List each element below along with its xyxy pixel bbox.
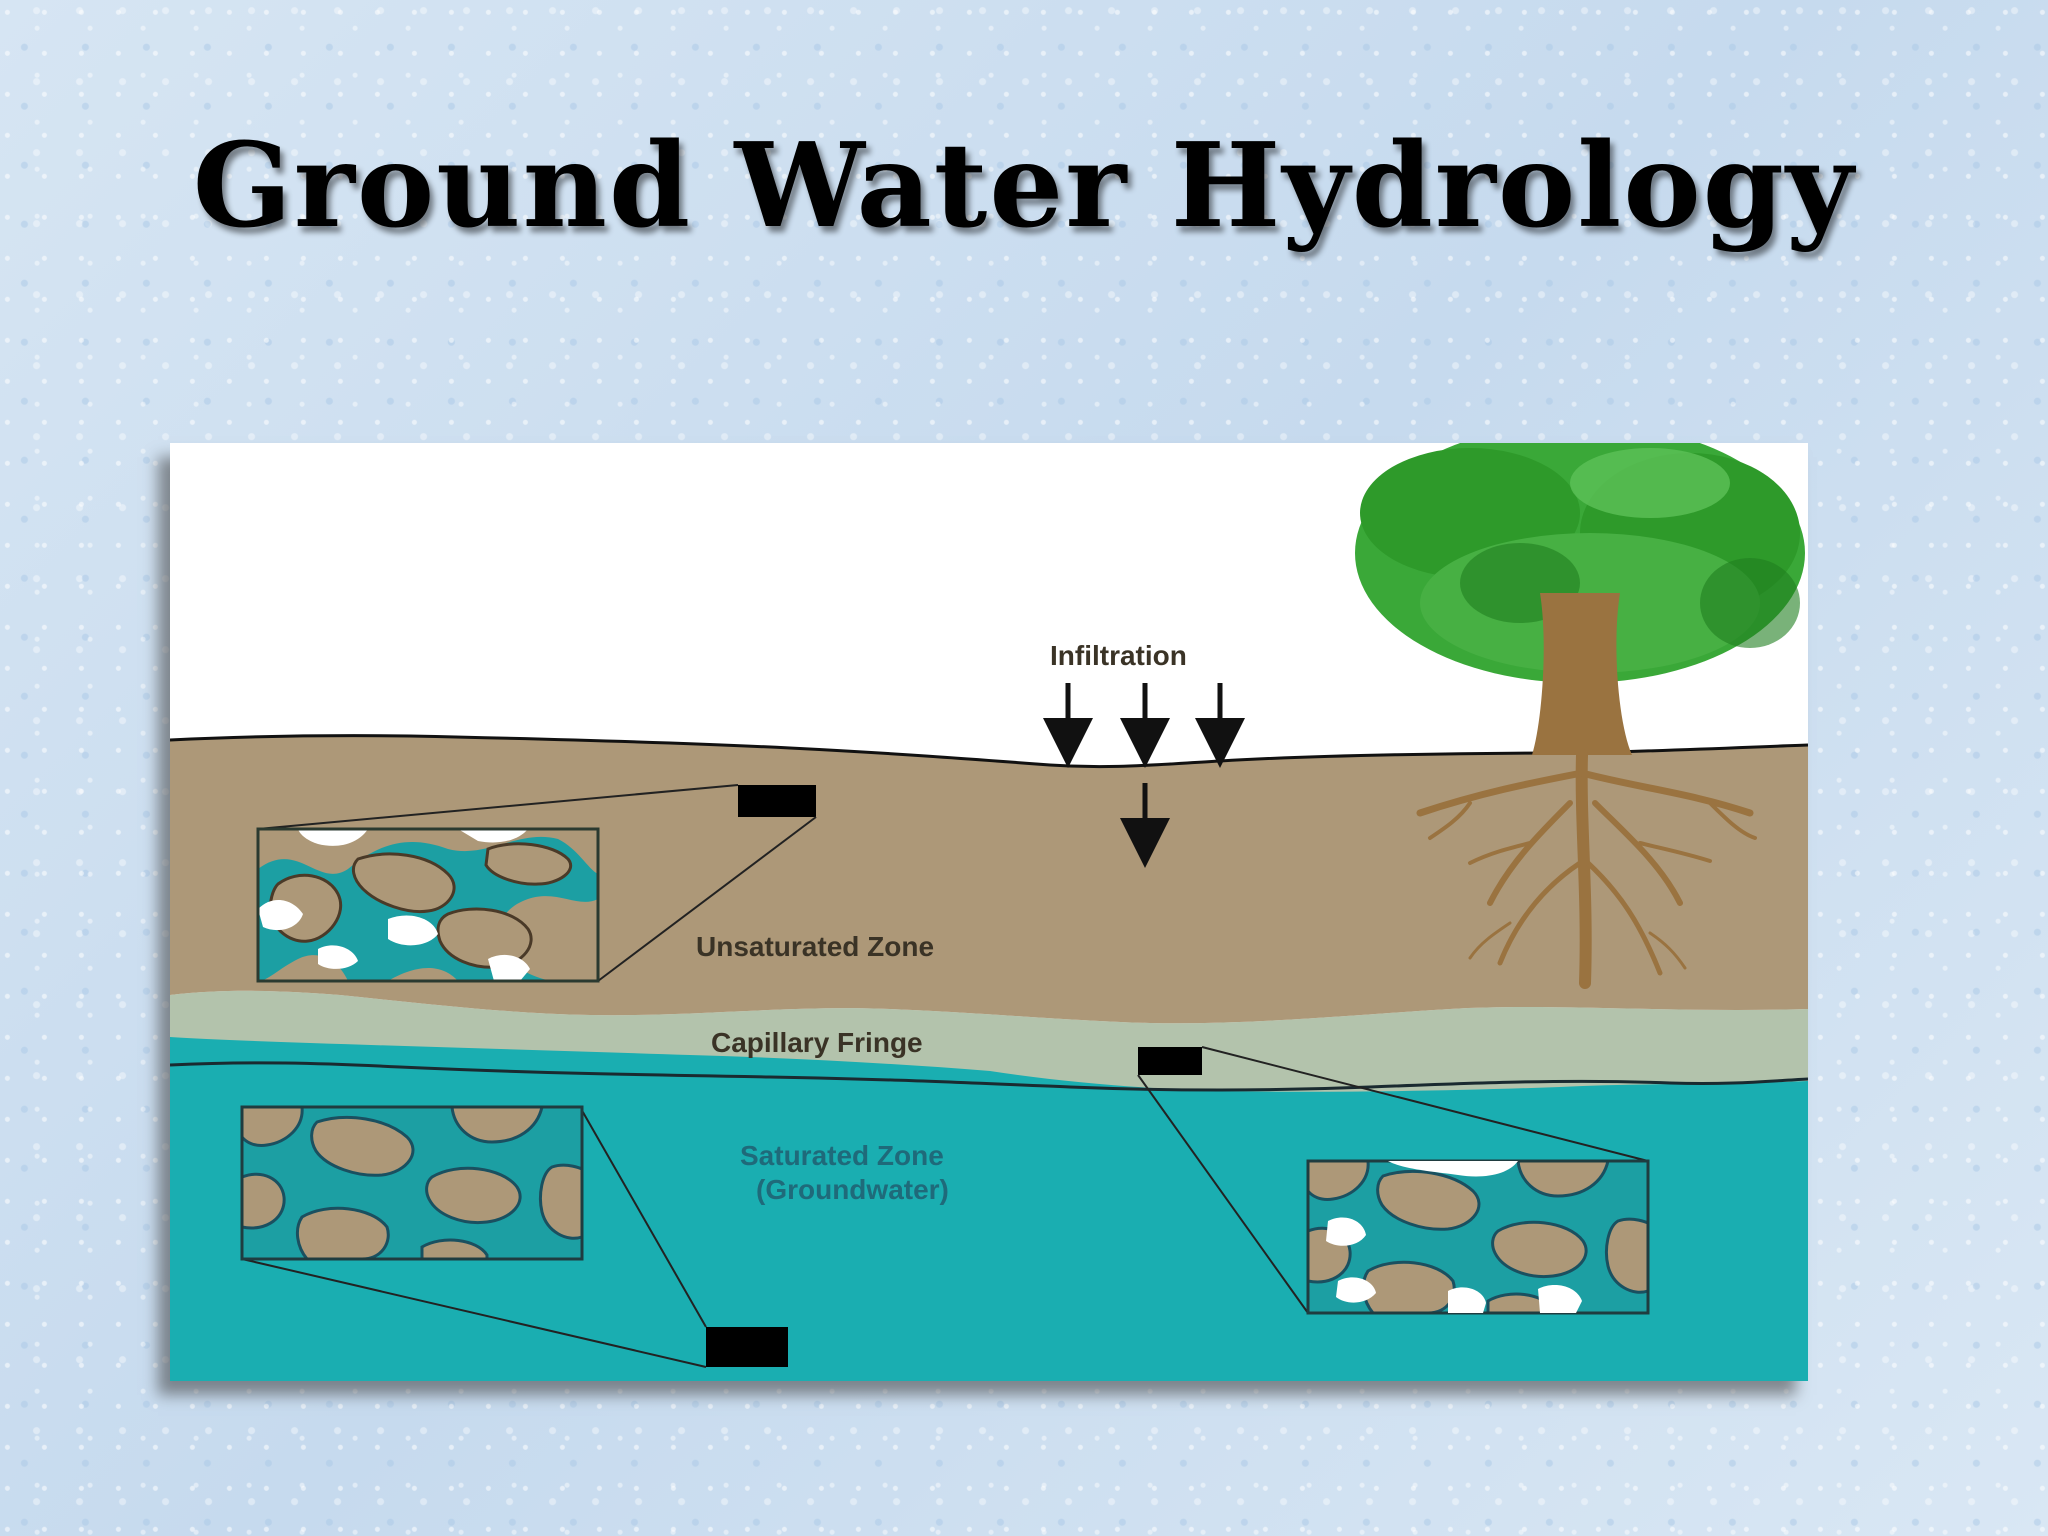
saturated-sample-marker [706, 1327, 788, 1367]
groundwater-label: (Groundwater) [756, 1174, 949, 1205]
capillary-sample-marker [1138, 1047, 1202, 1075]
infiltration-arrows [1043, 683, 1245, 868]
tree-trunk [1532, 593, 1632, 755]
unsaturated-zone-label: Unsaturated Zone [696, 931, 934, 962]
water-table [170, 1061, 1808, 1092]
capillary-fringe-label: Capillary Fringe [711, 1027, 923, 1058]
slide-title: Ground Water Hydrology [192, 118, 1856, 254]
infiltration-label: Infiltration [1050, 640, 1187, 671]
saturated-zone-label: Saturated Zone [740, 1140, 944, 1171]
groundwater-diagram: Infiltration Unsaturated Zone Capillary … [170, 443, 1808, 1381]
zoom-lines [241, 784, 1649, 1368]
capillary-pore-inset [1308, 1161, 1648, 1313]
tree-roots [1416, 749, 1757, 989]
capillary-fringe [170, 990, 1808, 1092]
tree-canopy [1355, 443, 1805, 683]
saturated-pore-inset [240, 1105, 584, 1261]
unsaturated-pore-inset [256, 827, 600, 983]
unsaturated-sample-marker [738, 785, 816, 817]
